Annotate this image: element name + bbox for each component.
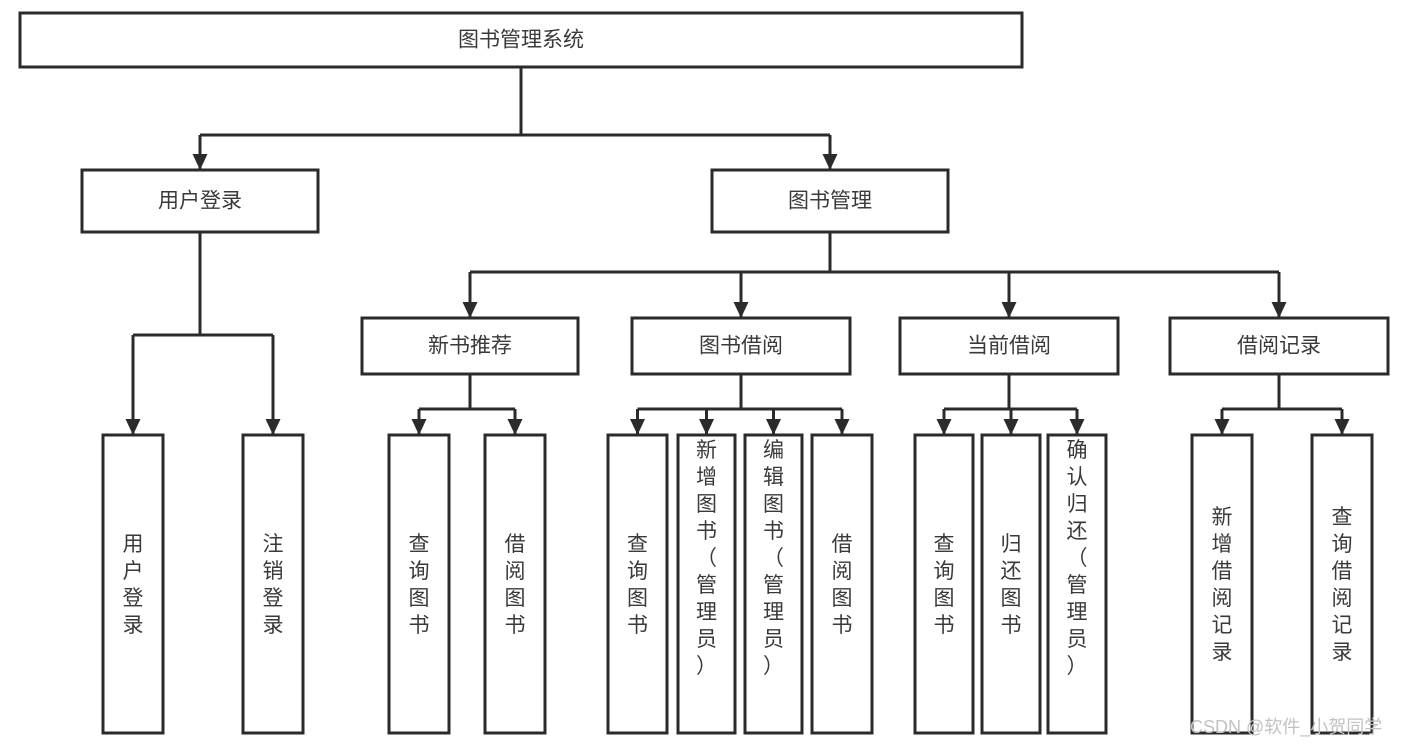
leaf-node-12[interactable]: 查询借阅记录	[1310, 433, 1374, 735]
connectors-layer	[125, 67, 1350, 435]
level2-node-0[interactable]: 用户登录	[80, 168, 320, 234]
leaf-node-0-label: 用户登录	[123, 533, 144, 637]
level3-node-0[interactable]: 新书推荐	[360, 316, 580, 376]
lvl3-1-arrow-2	[766, 419, 781, 435]
level2-node-0-box[interactable]	[80, 168, 320, 234]
leaf-node-9-label: 归还图书	[1001, 533, 1022, 637]
leaf-node-11[interactable]: 新增借阅记录	[1190, 433, 1254, 735]
leaf-node-2-label: 查询图书	[409, 533, 430, 637]
leaf-node-10-label: 确认归还（管理员）	[1067, 439, 1088, 678]
leaf-node-3-label: 借阅图书	[505, 533, 526, 637]
leaf-node-10-box[interactable]	[1046, 433, 1108, 735]
lvl3-2-arrow-2	[1069, 419, 1085, 435]
level3-node-3-label: 借阅记录	[1237, 335, 1321, 358]
root-node-book-management-system[interactable]: 图书管理系统	[18, 11, 1024, 69]
level3-node-3-box[interactable]	[1168, 316, 1390, 376]
root-arrow-1	[822, 154, 838, 170]
leaf-node-11-box[interactable]	[1190, 433, 1254, 735]
level2-node-1[interactable]: 图书管理	[710, 168, 950, 234]
leaf-node-7-label: 借阅图书	[832, 533, 853, 637]
leaf-node-1-box[interactable]	[241, 433, 305, 735]
books-mgmt-arrow-1	[733, 302, 749, 318]
leaf-node-10[interactable]: 确认归还（管理员）	[1046, 433, 1108, 735]
csdn-watermark: CSDN @软件_小贺同学	[1190, 717, 1382, 738]
leaf-node-4-label: 查询图书	[627, 533, 648, 637]
lvl3-1-arrow-1	[699, 419, 714, 435]
nodes-layer: 图书管理系统用户登录图书管理新书推荐图书借阅当前借阅借阅记录用户登录注销登录查询…	[18, 11, 1390, 735]
lvl3-2-arrow-0	[936, 419, 952, 435]
level3-node-0-box[interactable]	[360, 316, 580, 376]
lvl3-0-arrow-0	[411, 419, 427, 435]
books-mgmt-arrow-2	[1001, 302, 1017, 318]
level3-node-1-box[interactable]	[630, 316, 852, 376]
level2-node-1-label: 图书管理	[788, 190, 872, 213]
level3-node-1-label: 图书借阅	[699, 335, 783, 358]
leaf-node-7-box[interactable]	[810, 433, 874, 735]
leaf-node-4-box[interactable]	[606, 433, 669, 735]
leaf-node-3-box[interactable]	[483, 433, 547, 735]
level3-node-2-box[interactable]	[898, 316, 1120, 376]
level2-node-0-label: 用户登录	[158, 190, 242, 213]
leaf-node-6-label: 编辑图书（管理员）	[763, 439, 784, 678]
leaf-node-8-box[interactable]	[913, 433, 975, 735]
leaf-node-4[interactable]: 查询图书	[606, 433, 669, 735]
root-node-book-management-system-label: 图书管理系统	[458, 29, 584, 52]
leaf-node-8-label: 查询图书	[934, 533, 955, 637]
leaf-node-3[interactable]: 借阅图书	[483, 433, 547, 735]
lvl3-3-arrow-1	[1334, 419, 1350, 435]
lvl3-2-arrow-1	[1003, 419, 1019, 435]
lvl3-1-arrow-0	[630, 419, 645, 435]
level3-node-3[interactable]: 借阅记录	[1168, 316, 1390, 376]
user-login-arrow-0	[125, 419, 141, 435]
leaf-node-7[interactable]: 借阅图书	[810, 433, 874, 735]
leaf-node-11-label: 新增借阅记录	[1212, 506, 1233, 664]
leaf-node-9[interactable]: 归还图书	[980, 433, 1042, 735]
leaf-node-12-label: 查询借阅记录	[1332, 506, 1353, 664]
leaf-node-9-box[interactable]	[980, 433, 1042, 735]
level2-node-1-box[interactable]	[710, 168, 950, 234]
lvl3-3-arrow-0	[1214, 419, 1230, 435]
level3-node-0-label: 新书推荐	[428, 335, 512, 358]
leaf-node-6[interactable]: 编辑图书（管理员）	[743, 433, 804, 735]
leaf-node-1-label: 注销登录	[263, 533, 284, 637]
level3-node-2[interactable]: 当前借阅	[898, 316, 1120, 376]
root-node-book-management-system-box[interactable]	[18, 11, 1024, 69]
root-arrow-0	[192, 154, 208, 170]
leaf-node-2[interactable]: 查询图书	[387, 433, 451, 735]
leaf-node-0-box[interactable]	[101, 433, 165, 735]
leaf-node-5[interactable]: 新增图书（管理员）	[676, 433, 737, 735]
level3-node-1[interactable]: 图书借阅	[630, 316, 852, 376]
user-login-arrow-1	[265, 419, 281, 435]
level3-node-2-label: 当前借阅	[967, 335, 1051, 358]
leaf-node-2-box[interactable]	[387, 433, 451, 735]
lvl3-1-arrow-3	[834, 419, 850, 435]
leaf-node-5-box[interactable]	[676, 433, 737, 735]
leaf-node-12-box[interactable]	[1310, 433, 1374, 735]
lvl3-0-arrow-1	[507, 419, 523, 435]
books-mgmt-arrow-0	[462, 302, 478, 318]
leaf-node-5-label: 新增图书（管理员）	[696, 439, 717, 678]
leaf-node-1[interactable]: 注销登录	[241, 433, 305, 735]
books-mgmt-arrow-3	[1271, 302, 1287, 318]
leaf-node-8[interactable]: 查询图书	[913, 433, 975, 735]
leaf-node-6-box[interactable]	[743, 433, 804, 735]
leaf-node-0[interactable]: 用户登录	[101, 433, 165, 735]
